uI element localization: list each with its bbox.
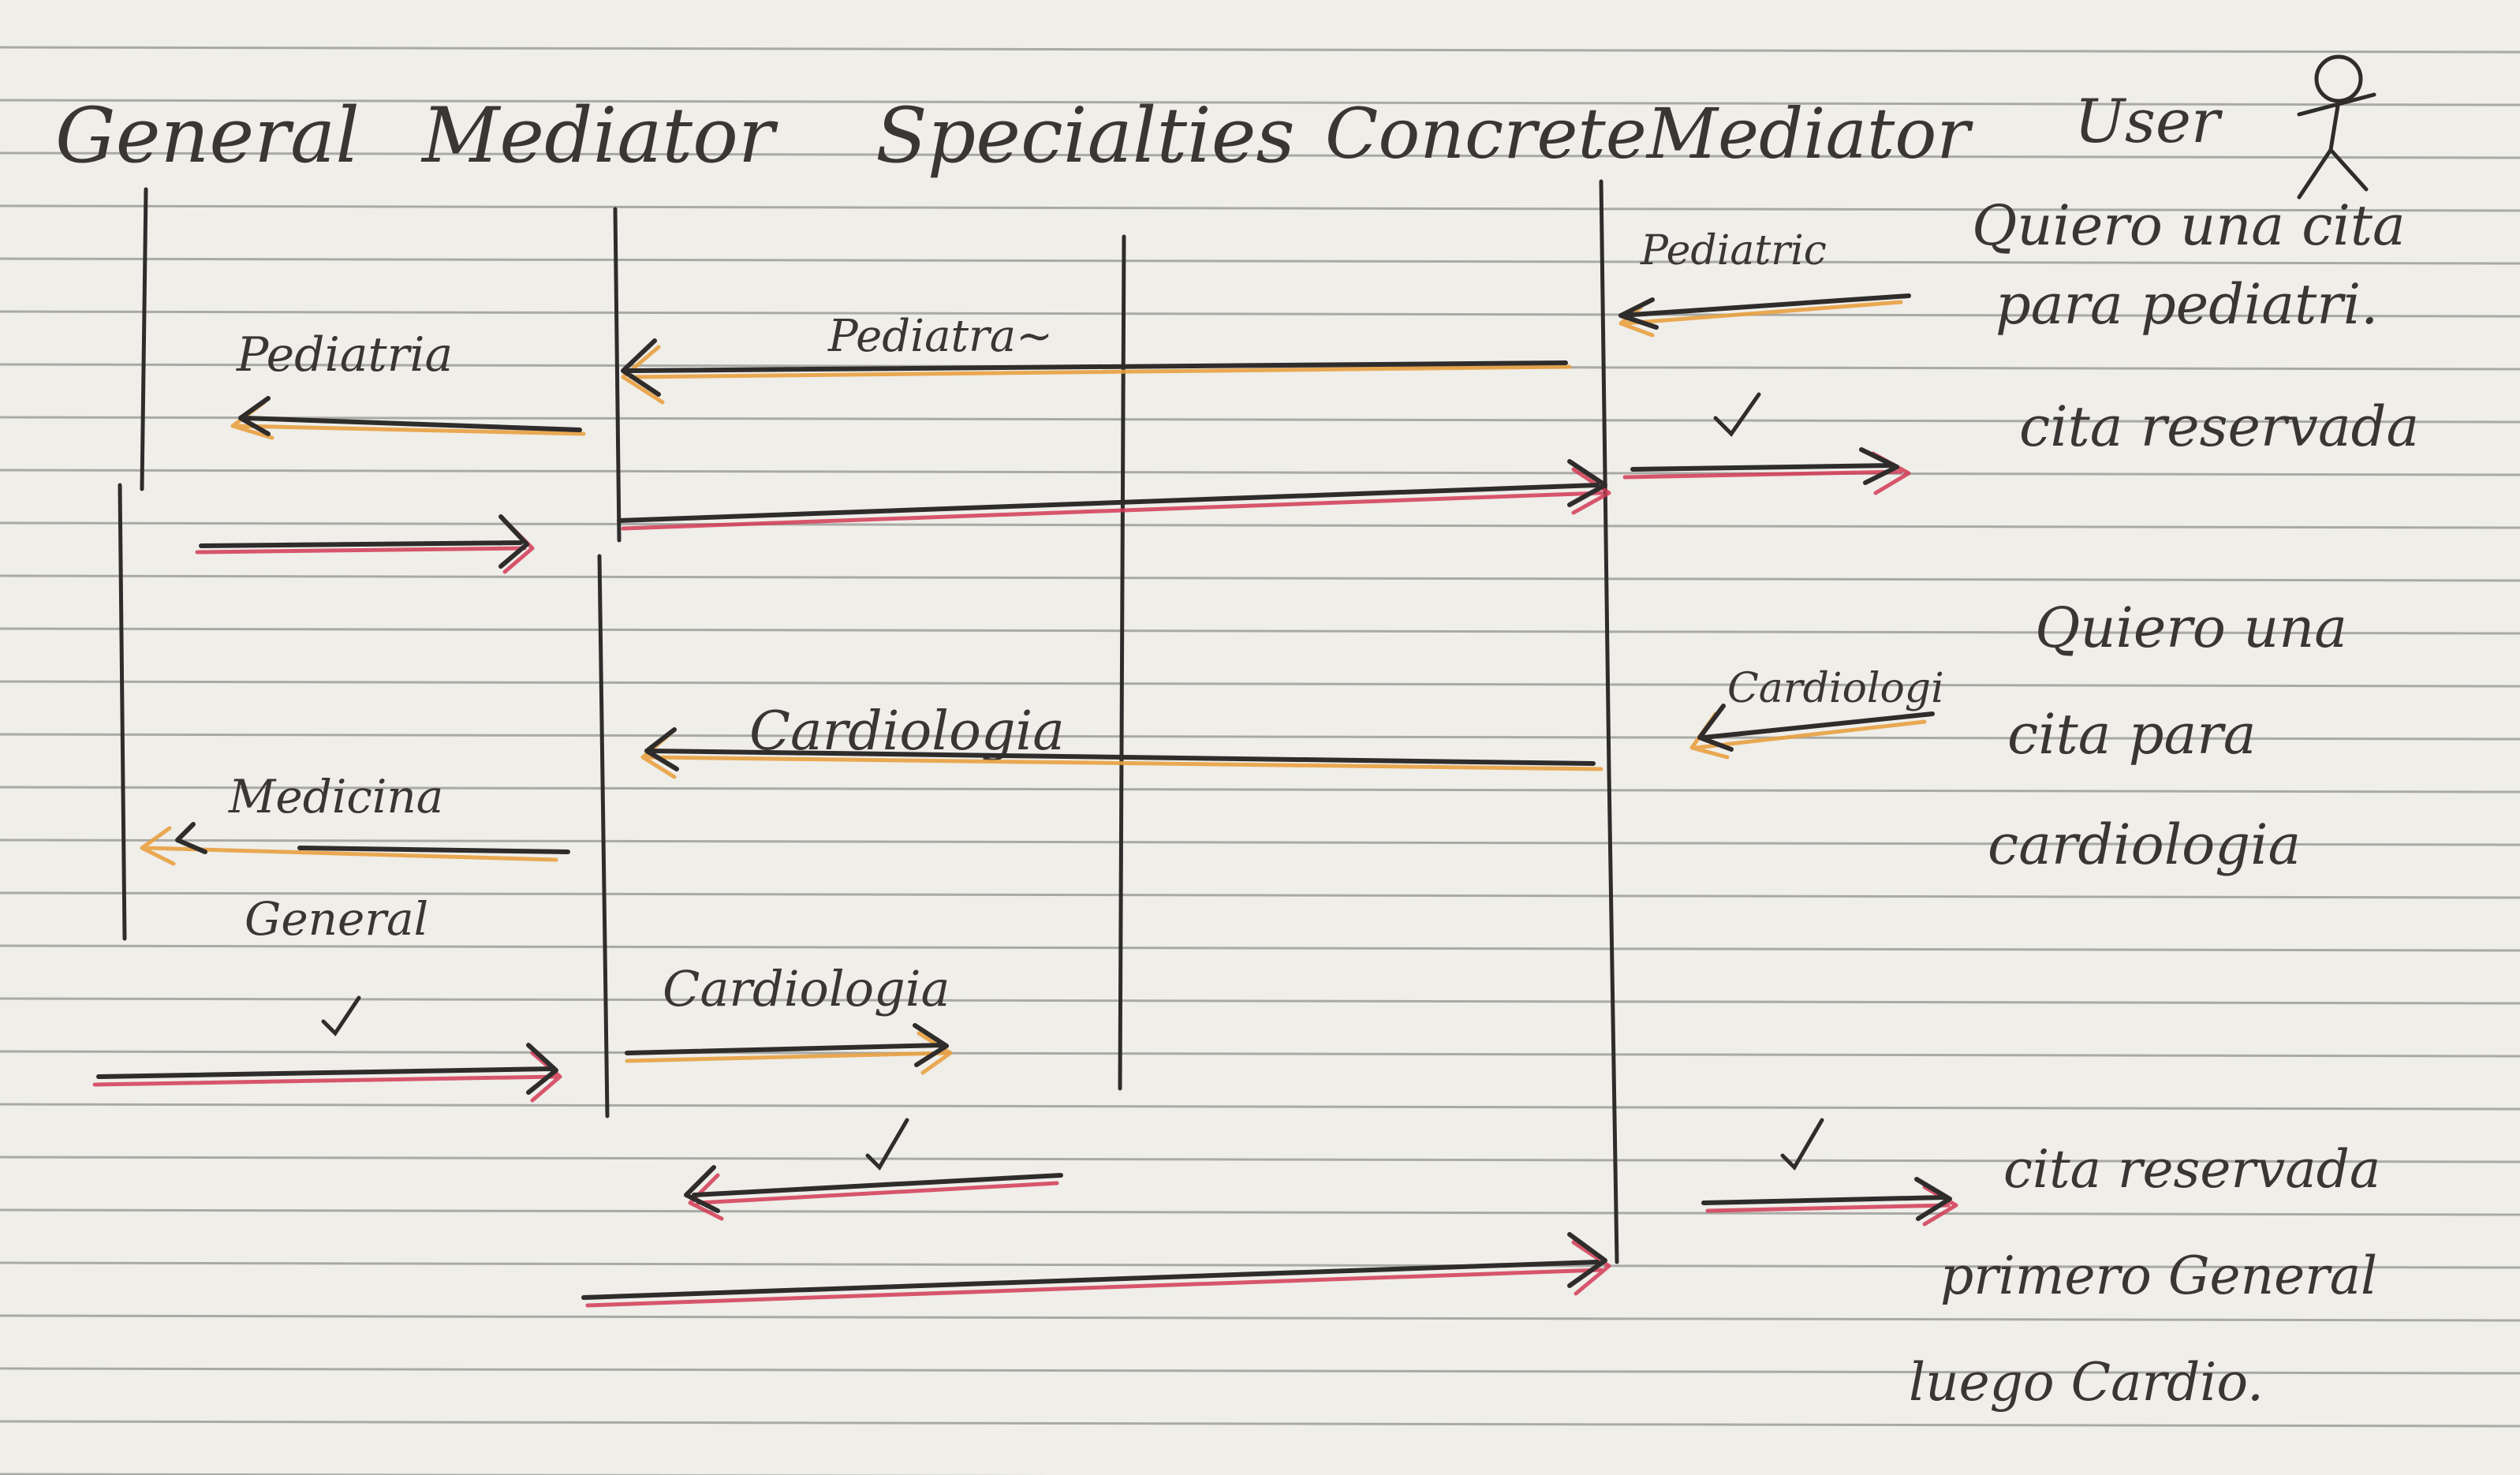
rule-line xyxy=(0,151,2520,159)
rule-line xyxy=(0,99,2520,106)
header-concrete-mediator: ConcreteMediator xyxy=(1325,93,1973,174)
rule-line xyxy=(0,1156,2520,1163)
rule-line xyxy=(0,1208,2520,1216)
check-icon-final xyxy=(1780,1118,1824,1171)
header-general: General xyxy=(55,91,360,180)
arrow-mediator-to-general-medicina xyxy=(175,822,207,854)
rule-line xyxy=(0,627,2520,635)
label-pediatric-request: Pediatric xyxy=(1640,227,1827,274)
arrow-mediator-to-concrete-red xyxy=(621,467,1611,531)
label-pediatria-general: Pediatria xyxy=(236,327,453,383)
arrow-user-to-concrete-cardio xyxy=(1697,704,1935,752)
note-quiero-pediatria-2: para pediatri. xyxy=(1995,272,2378,337)
rule-line xyxy=(0,891,2520,899)
label-pediatria-mediator: Pediatra~ xyxy=(827,311,1053,362)
note-quiero-cardiologia-3: cardiologia xyxy=(1988,812,2301,877)
arrow-concrete-to-mediator-pediatria xyxy=(621,338,1568,397)
arrow-general-to-mediator-confirm-2 xyxy=(96,1043,558,1095)
rule-line xyxy=(0,46,2520,54)
user-actor-icon xyxy=(2297,54,2376,200)
note-primero-general: primero General xyxy=(1940,1245,2377,1306)
rule-line xyxy=(0,1367,2520,1375)
arrow-mediator-to-general-medicina-orange xyxy=(140,826,558,866)
rule-line xyxy=(0,1050,2520,1058)
arrow-concrete-to-mediator-cardio xyxy=(644,727,1596,771)
lifeline-general-2 xyxy=(118,483,127,941)
rule-line xyxy=(0,1314,2520,1322)
header-mediator: Mediator xyxy=(420,91,778,180)
header-specialties: Specialties xyxy=(875,91,1295,180)
lifeline-general xyxy=(140,187,148,491)
note-luego-cardio: luego Cardio. xyxy=(1909,1352,2264,1413)
ruled-lines xyxy=(0,46,2520,1475)
check-icon-specialties xyxy=(865,1118,909,1171)
lifeline-mediator xyxy=(613,207,622,543)
rule-line xyxy=(0,204,2520,212)
arrow-mediator-to-specialties-orange xyxy=(625,1031,953,1075)
arrow-mediator-to-concrete-final xyxy=(581,1232,1607,1300)
arrow-concrete-to-user-final-red xyxy=(1705,1185,1958,1227)
arrow-mediator-to-specialties xyxy=(625,1023,949,1067)
rule-line xyxy=(0,469,2520,476)
arrow-mediator-to-concrete-final-red xyxy=(585,1240,1611,1308)
underline-medicina xyxy=(297,846,570,854)
rule-line xyxy=(0,733,2520,741)
arrow-specialties-to-mediator-red xyxy=(688,1173,1059,1221)
arrow-mediator-to-general-pediatria xyxy=(238,396,582,436)
arrow-concrete-to-user-final xyxy=(1701,1177,1952,1221)
arrow-mediator-to-concrete-confirm xyxy=(617,459,1607,523)
arrow-general-to-mediator-confirm xyxy=(199,514,529,569)
note-quiero-pediatria-1: Quiero una cita xyxy=(1972,193,2406,258)
note-quiero-cardiologia-1: Quiero una xyxy=(2035,596,2347,660)
lifeline-specialties xyxy=(1118,234,1126,1091)
rule-line xyxy=(0,574,2520,582)
check-icon-pediatric xyxy=(1713,392,1761,437)
arrow-specialties-to-mediator xyxy=(684,1165,1063,1213)
lifeline-mediator-2 xyxy=(597,554,610,1118)
note-cita-reservada-1: cita reservada xyxy=(2019,394,2419,459)
rule-line xyxy=(0,1261,2520,1269)
rule-line xyxy=(0,1103,2520,1111)
rule-line xyxy=(0,786,2520,794)
rule-line xyxy=(0,521,2520,529)
arrow-concrete-to-mediator-orange xyxy=(621,345,1572,405)
header-user: User xyxy=(2074,86,2223,156)
arrow-general-to-mediator-confirm-2-red xyxy=(92,1051,562,1103)
rule-line xyxy=(0,997,2520,1005)
label-cardiologia-request: Cardiologi xyxy=(1727,665,1944,712)
rule-line xyxy=(0,838,2520,846)
arrow-concrete-to-user-confirm xyxy=(1630,447,1899,485)
label-general: General xyxy=(245,892,428,946)
rule-line xyxy=(0,257,2520,265)
rule-line xyxy=(0,310,2520,318)
arrow-user-to-concrete-pediatric xyxy=(1618,293,1911,330)
check-icon-general xyxy=(321,995,361,1036)
note-quiero-cardiologia-2: cita para xyxy=(2007,702,2256,767)
rule-line xyxy=(0,416,2520,424)
rule-line xyxy=(0,680,2520,688)
label-cardiologia-specialties: Cardiologia xyxy=(663,960,950,1018)
label-medicina: Medicina xyxy=(228,770,443,823)
rule-line xyxy=(0,944,2520,952)
lifeline-concrete-mediator xyxy=(1599,179,1619,1264)
note-cita-reservada-2: cita reservada xyxy=(2003,1139,2380,1200)
rule-line xyxy=(0,1420,2520,1428)
